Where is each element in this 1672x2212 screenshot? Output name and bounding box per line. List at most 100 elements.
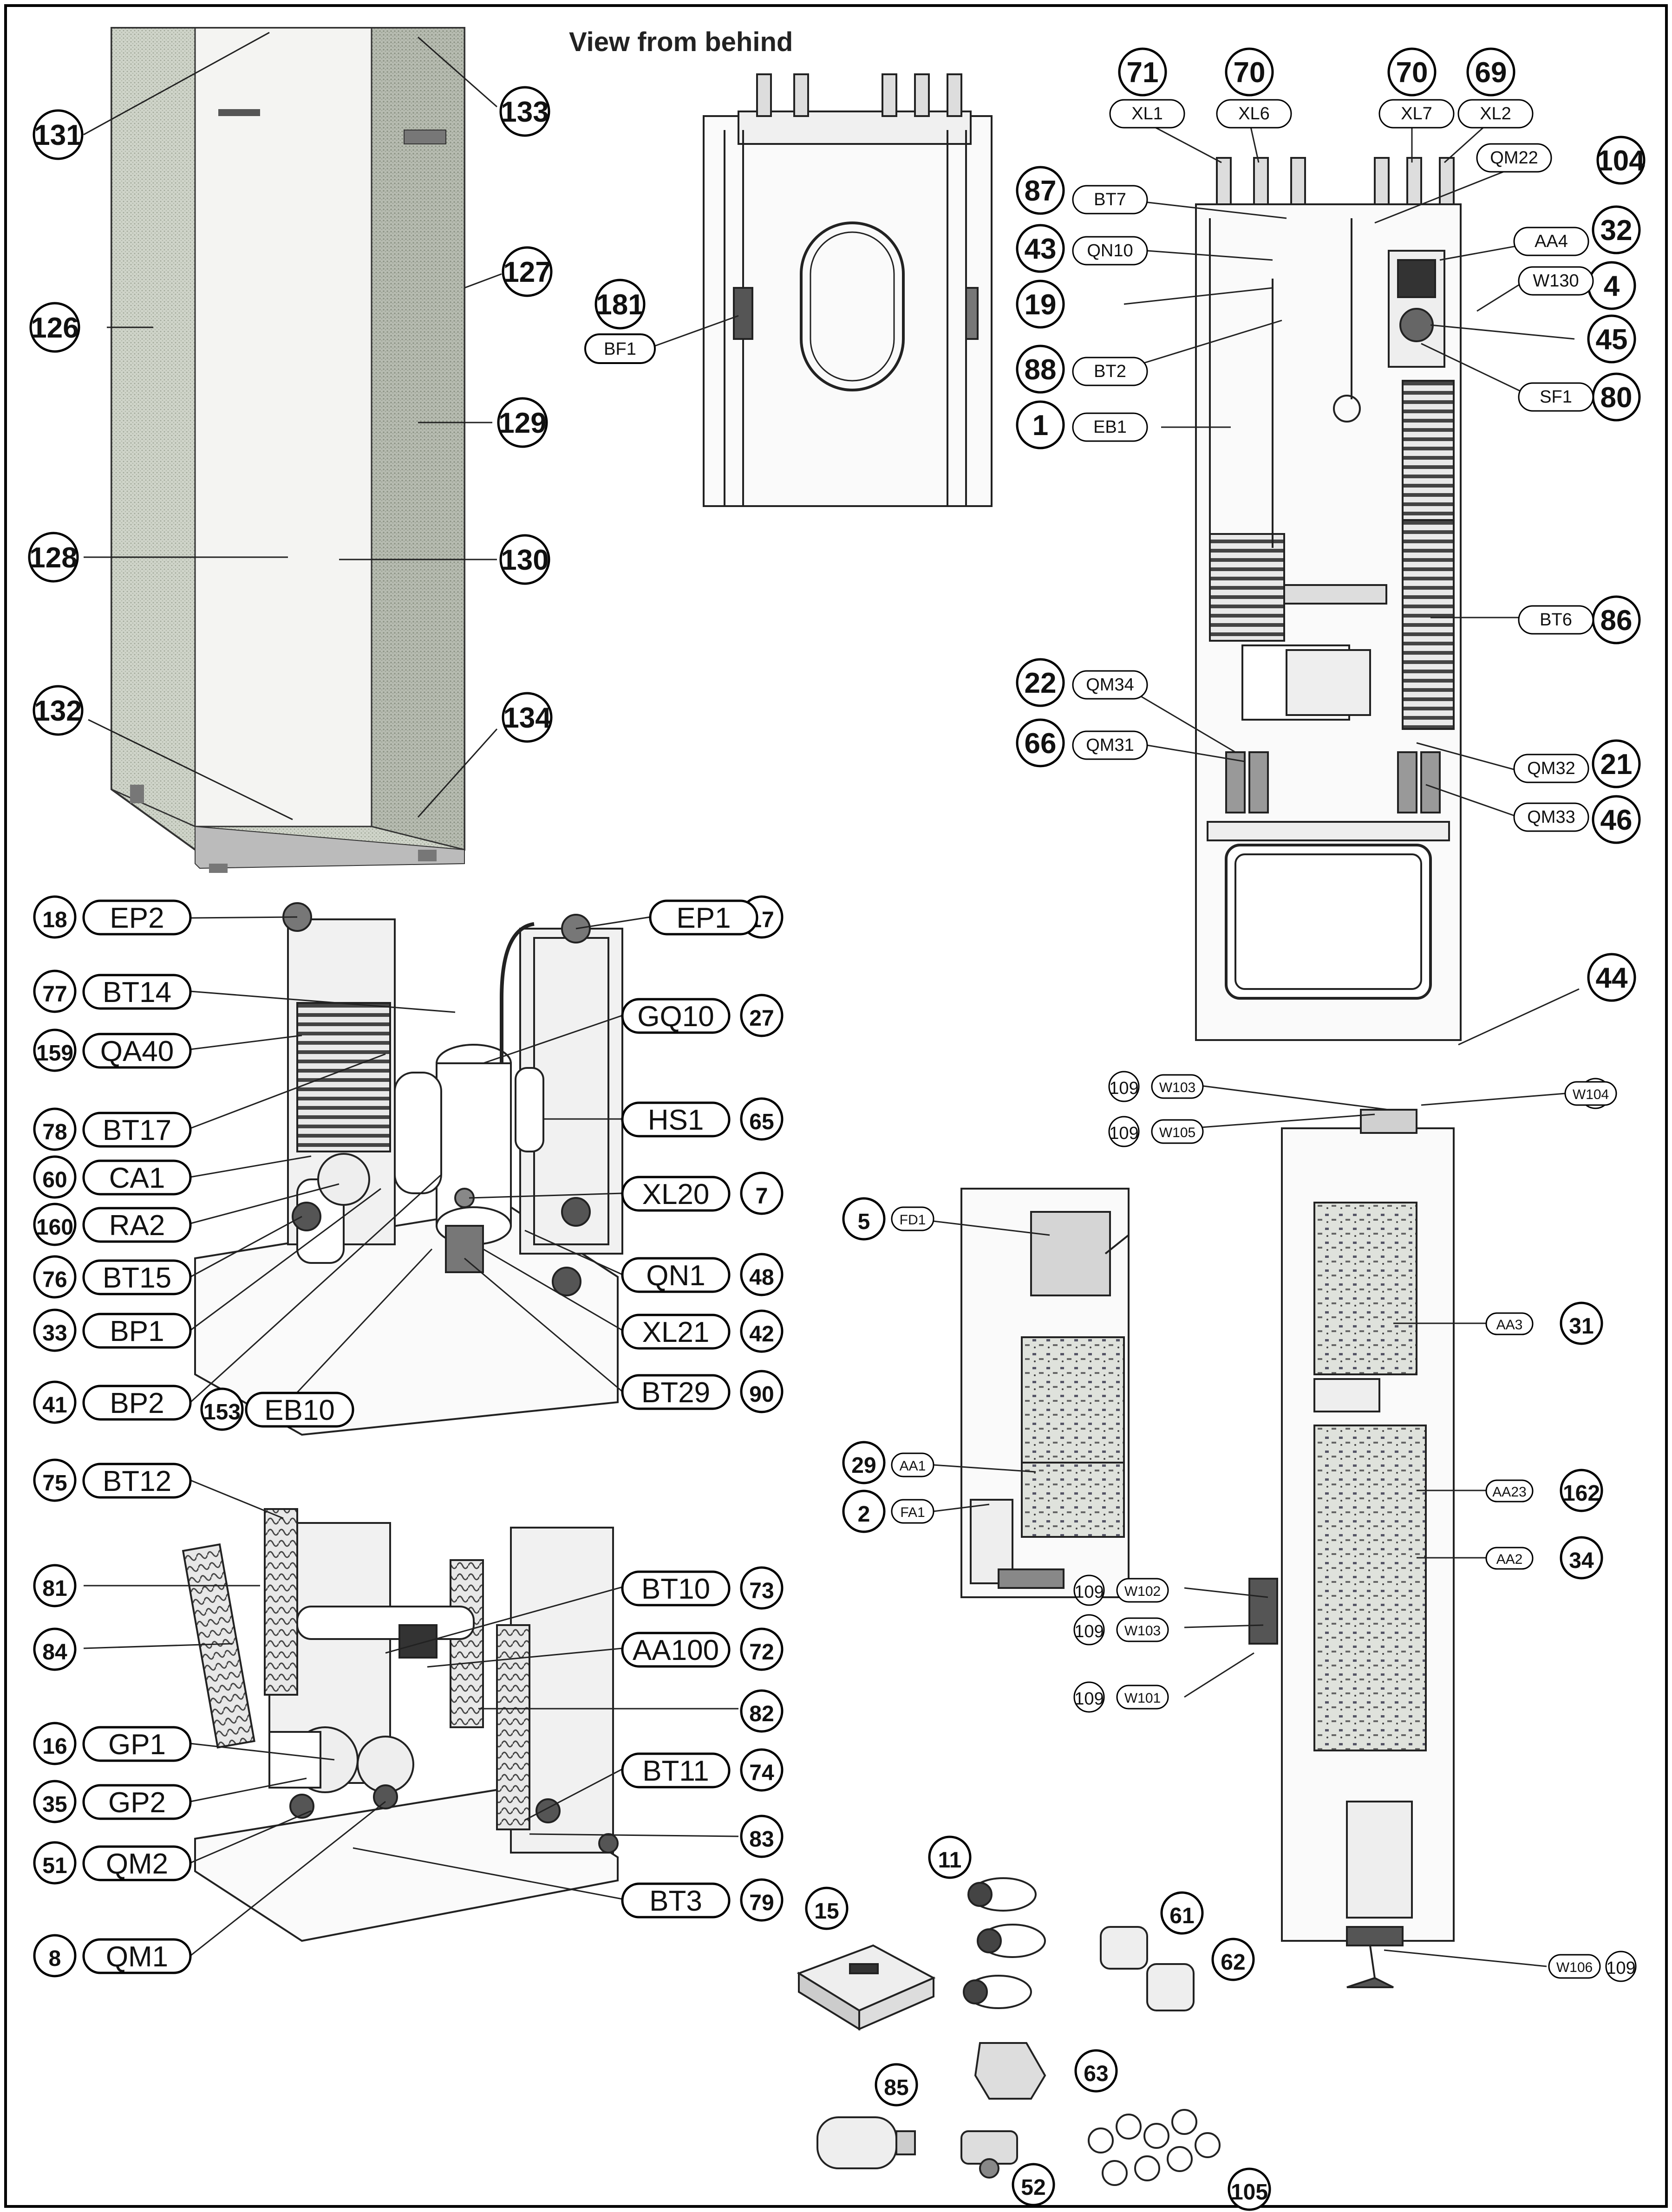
cooling-top-leaders: [189, 916, 651, 1403]
callout-74: 74: [740, 1748, 784, 1792]
callout-circle: [740, 1878, 784, 1922]
callout-circle: [33, 1107, 77, 1151]
tag-pill: [82, 1463, 192, 1499]
tag-code: XL21: [642, 1316, 710, 1348]
callout-number: 73: [749, 1579, 774, 1603]
rear-view-drawing: [703, 73, 993, 507]
callout-circle: [1587, 953, 1636, 1002]
callout-1: 1: [1016, 400, 1065, 449]
accessories-drawing: [797, 1877, 1221, 2186]
callout-number: 52: [1021, 2175, 1045, 2200]
callout-71: 71: [1118, 47, 1167, 97]
tag-code: W106: [1556, 1960, 1593, 1975]
callout-circle: [740, 1097, 784, 1141]
tag-code: BT29: [641, 1377, 710, 1409]
tag-code: BT3: [649, 1885, 702, 1917]
callout-number: 35: [42, 1792, 67, 1817]
tag-pill: [1485, 1547, 1534, 1570]
callout-109: 109: [1108, 1116, 1140, 1147]
callout-circle: [1560, 1536, 1603, 1580]
callout-46: 46: [1592, 795, 1641, 844]
tag-AA4: AA4: [1513, 227, 1589, 256]
callout-circle: [33, 1203, 77, 1246]
callout-circle: [1016, 280, 1065, 329]
tag-pill: [621, 1882, 731, 1919]
callout-number: 8: [49, 1946, 61, 1971]
tag-pill: [82, 1385, 192, 1421]
callout-84: 84: [33, 1627, 77, 1671]
callout-104: 104: [1596, 136, 1646, 185]
callout-number: 105: [1231, 2180, 1268, 2205]
tag-pill: [82, 1938, 192, 1974]
callout-83: 83: [740, 1815, 784, 1858]
callout-number: 90: [749, 1382, 774, 1407]
tag-code: QM22: [1490, 148, 1538, 168]
tag-pill: [1151, 1074, 1204, 1099]
front-open-unit: [1195, 157, 1462, 1041]
tag-BT3: BT3: [621, 1882, 731, 1919]
callout-number: 88: [1025, 354, 1057, 386]
svg-text:129: 129: [498, 407, 546, 439]
callout-number: 153: [203, 1400, 241, 1425]
callout-132: 132: [33, 685, 84, 736]
callout-number: 42: [749, 1322, 774, 1347]
control-board-column: [1248, 1109, 1455, 1988]
tag-pill: [621, 1374, 731, 1410]
callout-circle: [33, 1308, 77, 1352]
callout-127: 127: [502, 246, 553, 297]
callout-number: 61: [1169, 1904, 1194, 1928]
wiring-leaders: [1184, 1083, 1566, 1967]
tag-pill: [82, 1207, 192, 1243]
tag-code: QN1: [646, 1260, 705, 1292]
callout-number: 1: [1032, 410, 1048, 442]
tag-code: QM34: [1086, 675, 1134, 695]
callout-number: 21: [1600, 748, 1633, 781]
tag-pill: [891, 1206, 934, 1231]
tag-code: BT12: [103, 1465, 171, 1497]
callout-number: 81: [42, 1576, 67, 1601]
tag-QM33: QM33: [1513, 802, 1589, 832]
tag-pill: [1072, 670, 1148, 700]
callout-number: 78: [42, 1120, 67, 1145]
callout-circle: [1108, 1071, 1140, 1102]
callout-circle: [1016, 400, 1065, 449]
tag-code: EB10: [264, 1394, 335, 1426]
tag-code: AA23: [1492, 1484, 1526, 1500]
tag-GQ10: GQ10: [621, 998, 731, 1034]
callout-circle: [1592, 205, 1641, 254]
callout-78: 78: [33, 1107, 77, 1151]
callout-circle: [740, 994, 784, 1037]
callout-number: 60: [42, 1168, 67, 1192]
callout-number: 66: [1025, 728, 1057, 760]
callout-number: 45: [1596, 324, 1628, 356]
callout-70: 70: [1387, 47, 1437, 97]
tag-XL7: XL7: [1378, 99, 1455, 129]
callout-29: 29: [842, 1441, 886, 1484]
tag-FA1: FA1: [891, 1499, 934, 1524]
tag-code: CA1: [109, 1162, 165, 1194]
callout-90: 90: [740, 1370, 784, 1413]
tag-code: W130: [1533, 271, 1579, 291]
callout-number: 5: [858, 1210, 870, 1234]
callout-33: 33: [33, 1308, 77, 1352]
tag-EB10: EB10: [245, 1392, 354, 1428]
callout-number: 104: [1597, 145, 1645, 177]
callout-45: 45: [1587, 314, 1636, 364]
callout-circle: [1560, 1301, 1603, 1345]
callout-number: 48: [749, 1265, 774, 1290]
callout-number: 79: [749, 1891, 774, 1915]
callout-circle: [33, 1155, 77, 1199]
tag-pill: [1216, 99, 1292, 129]
tag-W103: W103: [1116, 1617, 1169, 1642]
tag-GP2: GP2: [82, 1784, 192, 1820]
tag-W101: W101: [1116, 1685, 1169, 1710]
callout-5: 5: [842, 1197, 886, 1241]
tag-code: XL7: [1401, 104, 1432, 124]
callout-circle: [740, 1253, 784, 1296]
tag-pill: [1513, 754, 1589, 783]
callout-number: 34: [1569, 1548, 1594, 1573]
callout-number: 70: [1396, 57, 1428, 89]
callout-circle: [1073, 1614, 1105, 1646]
callout-circle: [875, 2063, 918, 2107]
